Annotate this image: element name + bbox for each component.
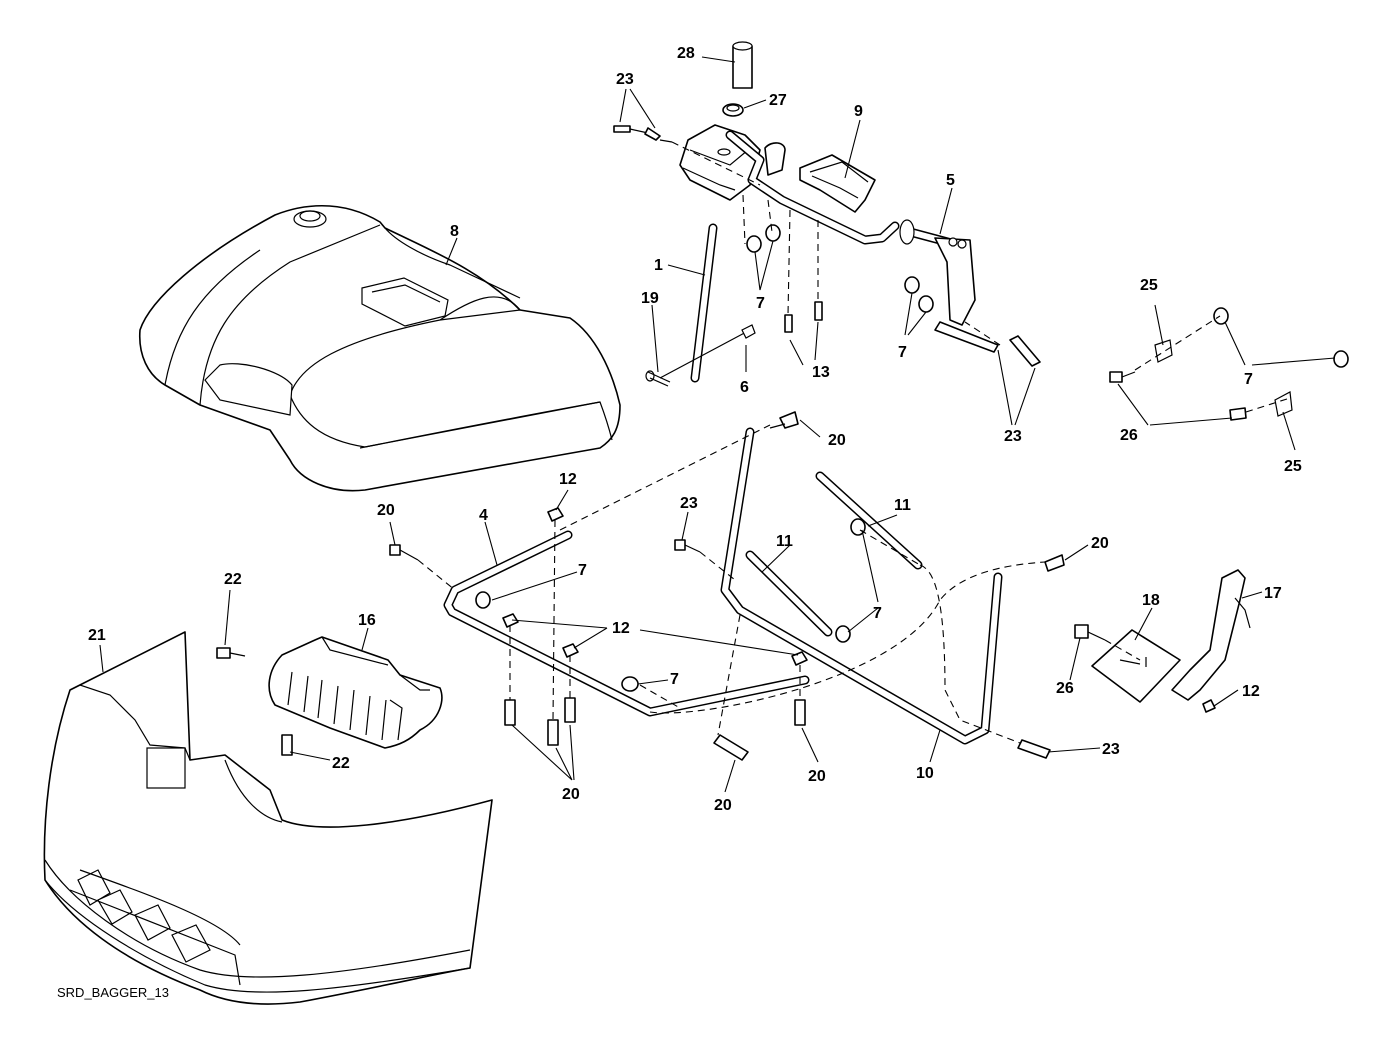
callout-11-left: 11 — [776, 533, 793, 550]
part-17-bracket — [1171, 569, 1251, 701]
callout-25-bottom: 25 — [1284, 458, 1302, 475]
part-8-bagger-cover — [138, 205, 621, 492]
callout-23-top: 23 — [616, 71, 634, 88]
part-21-grass-bag — [43, 631, 493, 1005]
callout-11-right: 11 — [894, 497, 911, 514]
callout-20-bottom-right: 20 — [808, 768, 826, 785]
callout-20-left: 20 — [377, 502, 395, 519]
callout-20-right: 20 — [1091, 535, 1109, 552]
callout-13: 13 — [812, 364, 830, 381]
callout-7-low: 7 — [670, 671, 679, 688]
callout-7-brace: 7 — [873, 605, 882, 622]
callout-6: 6 — [740, 379, 749, 396]
hardware-nuts — [475, 224, 1349, 692]
callout-21: 21 — [88, 627, 106, 644]
callout-19: 19 — [641, 290, 659, 307]
callout-1: 1 — [654, 257, 663, 274]
callout-7-far-right: 7 — [1244, 371, 1253, 388]
callout-17: 17 — [1264, 585, 1282, 602]
callout-18: 18 — [1142, 592, 1160, 609]
callout-26-lower: 26 — [1056, 680, 1074, 697]
callout-22-bottom: 22 — [332, 755, 350, 772]
callout-labels: 28 27 23 9 5 8 1 7 19 6 13 7 23 25 7 26 … — [57, 45, 1302, 1000]
part-6-clevis-pin — [659, 324, 756, 379]
hardware-bolts — [216, 125, 1293, 761]
part-10-frame — [720, 427, 1003, 745]
part-5-lift-lever — [725, 130, 976, 326]
callout-9: 9 — [854, 103, 863, 120]
drawing-id-label: SRD_BAGGER_13 — [57, 985, 169, 1000]
callout-5: 5 — [946, 172, 955, 189]
callout-23-center: 23 — [680, 495, 698, 512]
callout-10: 10 — [916, 765, 934, 782]
part-11-brace-right — [815, 471, 923, 570]
callout-20-upper: 20 — [828, 432, 846, 449]
part-9-pedal-pad — [799, 154, 876, 213]
part-4-frame — [443, 530, 810, 717]
part-27-ring — [722, 103, 744, 117]
callout-20-bottom-group: 20 — [562, 786, 580, 803]
callout-7-mid: 7 — [898, 344, 907, 361]
callout-16: 16 — [358, 612, 376, 629]
part-11-brace-left — [745, 550, 833, 637]
callout-28: 28 — [677, 45, 695, 62]
callout-25-top: 25 — [1140, 277, 1158, 294]
leader-lines — [99, 56, 1336, 793]
callout-7-top: 7 — [756, 295, 765, 312]
callout-23-right: 23 — [1004, 428, 1022, 445]
assembly-lines — [417, 141, 1291, 744]
cover-knob — [293, 210, 327, 228]
callout-26-right: 26 — [1120, 427, 1138, 444]
callout-4: 4 — [479, 507, 488, 524]
callout-23-bottom: 23 — [1102, 741, 1120, 758]
part-18-plate — [1091, 629, 1181, 703]
part-1-rod — [690, 223, 718, 383]
callout-20-bottom: 20 — [714, 797, 732, 814]
callout-12-center: 12 — [612, 620, 630, 637]
callout-12-right: 12 — [1242, 683, 1260, 700]
part-19-cotter-pin — [645, 370, 671, 387]
callout-27: 27 — [769, 92, 787, 109]
callout-8: 8 — [450, 223, 459, 240]
callout-12-top: 12 — [559, 471, 577, 488]
callout-22-top: 22 — [224, 571, 242, 588]
part-16-bag-plate — [268, 636, 443, 749]
callout-7-frame: 7 — [578, 562, 587, 579]
part-28-pin — [732, 41, 753, 89]
